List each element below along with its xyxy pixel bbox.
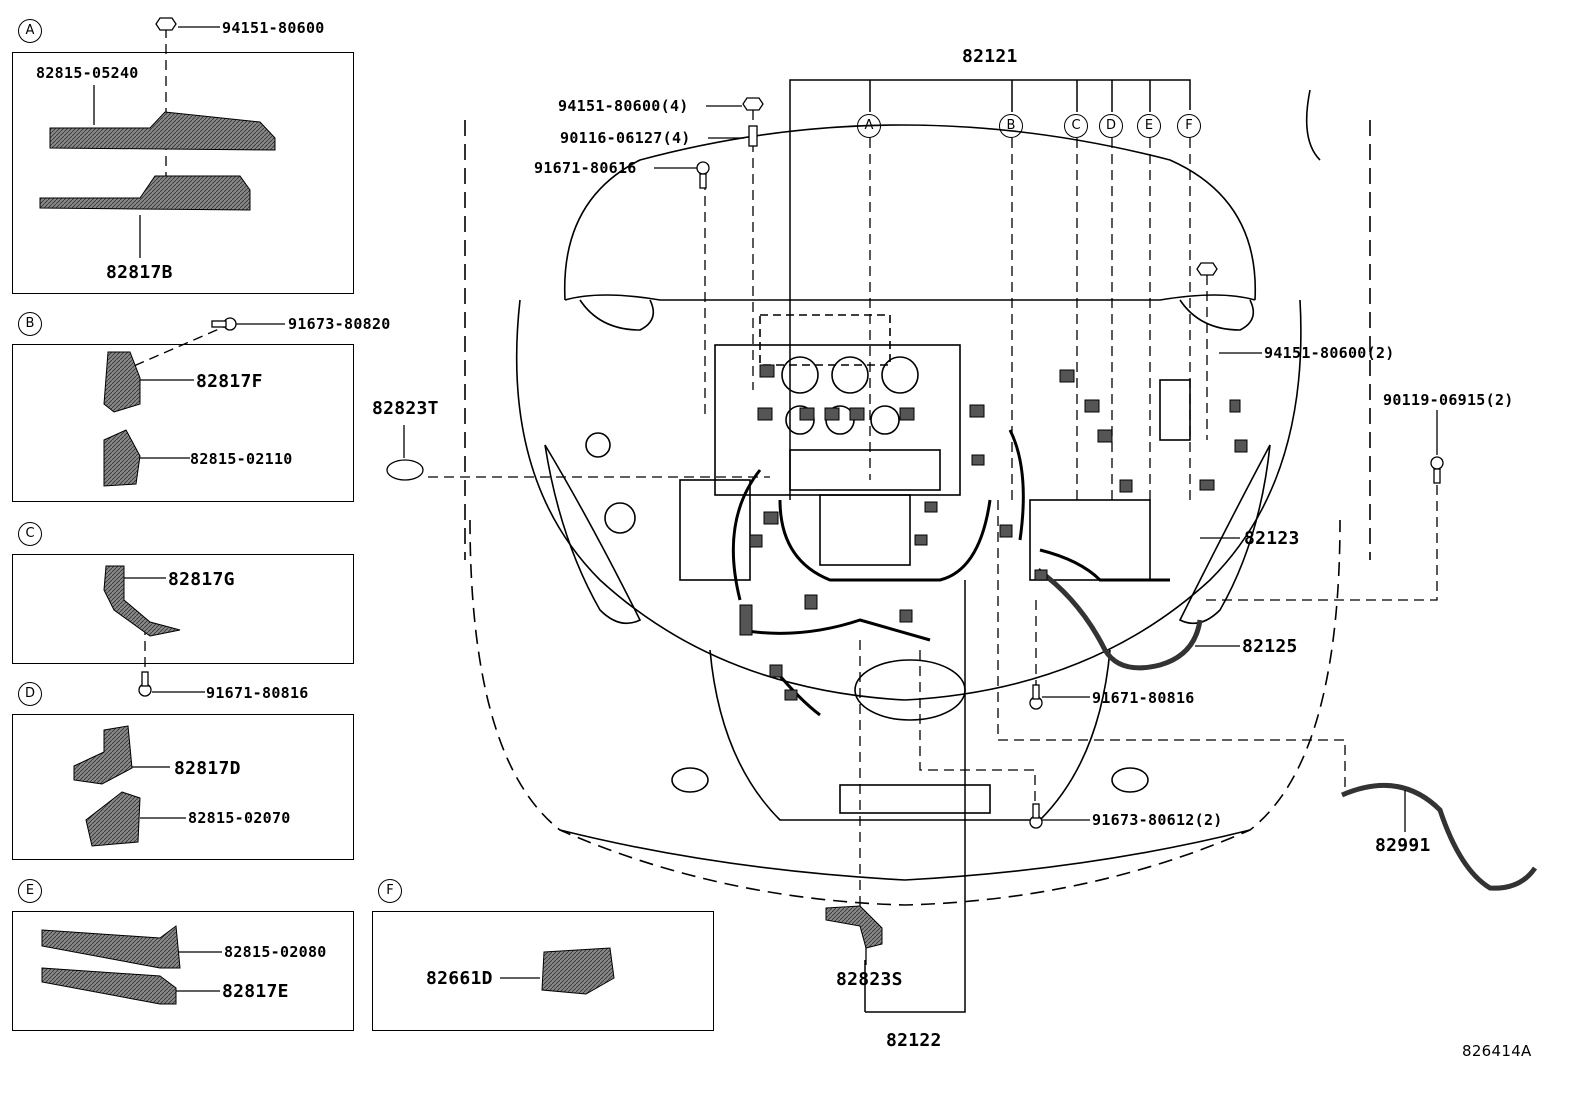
branch-e-marker: E xyxy=(1137,114,1161,138)
part-82823t[interactable]: 82823T xyxy=(372,398,439,419)
part-82991[interactable]: 82991 xyxy=(1375,835,1431,856)
part-82817b[interactable]: 82817B xyxy=(106,262,173,283)
part-91671-80816[interactable]: 91671-80816 xyxy=(1092,689,1195,707)
part-82661d[interactable]: 82661D xyxy=(426,968,493,989)
part-94151-80600-x2[interactable]: 94151-80600(2) xyxy=(1264,344,1395,362)
part-91673-80820[interactable]: 91673-80820 xyxy=(288,315,391,333)
part-82815-02080[interactable]: 82815-02080 xyxy=(224,943,327,961)
panel-b-marker: B xyxy=(18,312,42,336)
part-82817e[interactable]: 82817E xyxy=(222,981,289,1002)
part-82823s[interactable]: 82823S xyxy=(836,969,903,990)
part-82123[interactable]: 82123 xyxy=(1244,528,1300,549)
part-82817g[interactable]: 82817G xyxy=(168,569,235,590)
panel-c xyxy=(12,554,354,664)
part-82817f[interactable]: 82817F xyxy=(196,371,263,392)
panel-c-marker: C xyxy=(18,522,42,546)
branch-d-marker: D xyxy=(1099,114,1123,138)
panel-a-marker: A xyxy=(18,19,42,43)
part-82817d[interactable]: 82817D xyxy=(174,758,241,779)
part-82122[interactable]: 82122 xyxy=(886,1030,942,1051)
part-91671-80816-panel-c[interactable]: 91671-80816 xyxy=(206,684,309,702)
part-82815-02110[interactable]: 82815-02110 xyxy=(190,450,293,468)
branch-b-marker: B xyxy=(999,114,1023,138)
panel-f xyxy=(372,911,714,1031)
branch-a-marker: A xyxy=(857,114,881,138)
part-90119-06915-x2[interactable]: 90119-06915(2) xyxy=(1383,391,1514,409)
part-91673-80612-x2[interactable]: 91673-80612(2) xyxy=(1092,811,1223,829)
panel-d xyxy=(12,714,354,860)
panel-d-marker: D xyxy=(18,682,42,706)
panel-f-marker: F xyxy=(378,879,402,903)
panel-e xyxy=(12,911,354,1031)
panel-a xyxy=(12,52,354,294)
part-90116-06127-x4[interactable]: 90116-06127(4) xyxy=(560,129,691,147)
part-94151-80600[interactable]: 94151-80600 xyxy=(222,19,325,37)
part-82815-02070[interactable]: 82815-02070 xyxy=(188,809,291,827)
part-82815-05240[interactable]: 82815-05240 xyxy=(36,64,139,82)
branch-c-marker: C xyxy=(1064,114,1088,138)
branch-f-marker: F xyxy=(1177,114,1201,138)
panel-e-marker: E xyxy=(18,879,42,903)
hood-outline xyxy=(563,124,1257,301)
part-94151-80600-x4[interactable]: 94151-80600(4) xyxy=(558,97,689,115)
part-91671-80616[interactable]: 91671-80616 xyxy=(534,159,637,177)
diagram-id: 826414A xyxy=(1462,1042,1532,1060)
part-82121[interactable]: 82121 xyxy=(962,46,1018,67)
panel-b xyxy=(12,344,354,502)
part-82125[interactable]: 82125 xyxy=(1242,636,1298,657)
